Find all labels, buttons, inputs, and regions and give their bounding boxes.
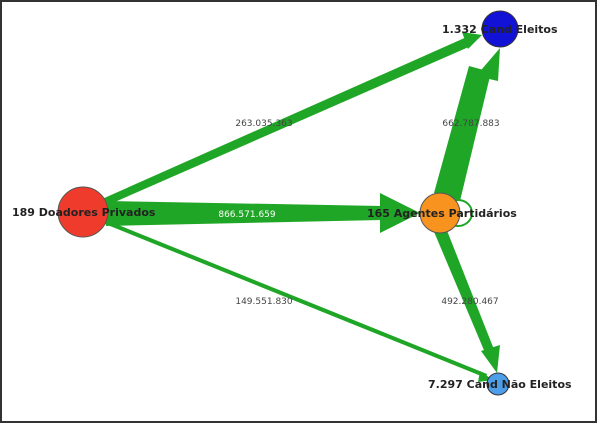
edge-agents-to-not-elected-line xyxy=(432,223,495,355)
edge-label-donors-to-elected: 263.035.363 xyxy=(235,119,292,129)
node-label-agents: 165 Agentes Partidários xyxy=(367,207,517,220)
edge-agents-to-elected-line xyxy=(434,66,491,201)
node-elected-circle[interactable] xyxy=(481,10,519,48)
node-label-not-elected: 7.297 Cand Não Eleitos xyxy=(428,378,572,391)
edge-agents-to-not-elected-arrowhead xyxy=(481,345,500,373)
edge-donors-to-not-elected xyxy=(105,220,493,382)
edge-label-agents-to-not-elected: 492.280.467 xyxy=(441,297,498,307)
edge-donors-to-not-elected-line xyxy=(105,220,487,378)
edge-donors-to-elected-arrowhead xyxy=(462,32,482,49)
edge-donors-to-elected xyxy=(102,32,482,205)
edge-label-donors-to-agents: 866.571.659 xyxy=(218,210,276,220)
edge-donors-to-agents-line xyxy=(106,201,382,226)
edge-label-agents-to-elected: 662.787.883 xyxy=(442,119,499,129)
node-donors-circle[interactable] xyxy=(57,186,109,238)
edge-donors-to-agents xyxy=(106,193,420,233)
node-label-donors: 189 Doadores Privados xyxy=(12,206,156,219)
node-label-elected: 1.332 Cand Eleitos xyxy=(442,23,558,36)
edge-label-donors-to-not-elected: 149.551.830 xyxy=(235,297,293,307)
edge-agents-to-elected xyxy=(434,48,500,201)
edge-donors-to-elected-line xyxy=(102,36,471,205)
node-agents-circle[interactable] xyxy=(419,192,461,234)
node-not-elected-circle[interactable] xyxy=(486,372,510,396)
edge-donors-to-agents-arrowhead xyxy=(380,193,420,233)
edge-agents-to-not-elected xyxy=(432,223,500,373)
edge-agents-to-elected-arrowhead xyxy=(476,48,500,81)
